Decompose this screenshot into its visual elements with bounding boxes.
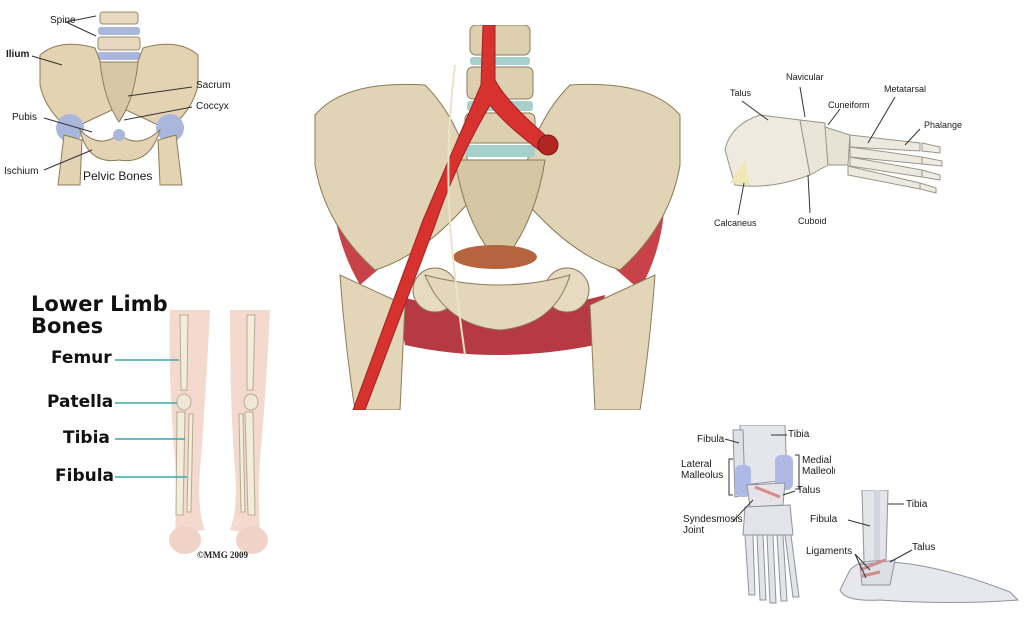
label-syndesmosis-line1: Syndesmosis <box>683 514 743 525</box>
label-femur: Femur <box>51 348 112 368</box>
lower-limb-illustration <box>115 310 270 554</box>
label-talus: Talus <box>730 88 752 98</box>
label-medial-malleolus: Medial Malleolus <box>802 455 835 477</box>
label-fibula-side: Fibula <box>810 514 838 525</box>
label-tibia-front: Tibia <box>788 429 810 440</box>
lower-limb-title-line1: Lower Limb <box>31 292 168 316</box>
label-pubis: Pubis <box>12 112 38 123</box>
pelvis-artery-illustration <box>314 25 681 410</box>
label-spine: Spine <box>50 15 76 26</box>
label-talus-front: Talus <box>797 485 821 496</box>
lower-limb-title: Lower Limb Bones <box>31 293 168 337</box>
label-syndesmosis-joint: Syndesmosis Joint <box>683 514 742 536</box>
label-tibia: Tibia <box>63 428 110 448</box>
label-fibula: Fibula <box>55 466 115 486</box>
label-patella: Patella <box>47 392 114 412</box>
label-metatarsal: Metatarsal <box>884 84 927 94</box>
ankle-front-panel: Fibula Tibia Lateral Malleolus Medial Ma… <box>675 425 835 620</box>
label-sacrum: Sacrum <box>196 80 231 91</box>
label-ischium: Ischium <box>4 166 39 177</box>
pelvis-caption: Pelvic Bones <box>83 169 153 183</box>
label-fibula-front: Fibula <box>697 434 725 445</box>
ankle-front-illustration <box>724 425 800 604</box>
label-ligaments: Ligaments <box>806 546 853 557</box>
label-medial-malleolus-line2: Malleolus <box>802 466 835 477</box>
label-talus-side: Talus <box>912 542 936 553</box>
foot-bones-panel: Talus Navicular Cuneiform Metatarsal Pha… <box>700 65 980 240</box>
pelvis-artery-panel <box>305 25 690 410</box>
label-coccyx: Coccyx <box>196 101 229 112</box>
lower-limb-title-line2: Bones <box>31 314 104 338</box>
label-navicular: Navicular <box>786 72 824 82</box>
label-lateral-malleolus: Lateral Malleolus <box>681 459 723 481</box>
label-ilium: Ilium <box>6 49 30 60</box>
label-medial-malleolus-line1: Medial <box>802 455 832 466</box>
pelvic-bones-panel: Spine Ilium Sacrum Coccyx Pubis Ischium … <box>0 0 250 200</box>
label-syndesmosis-line2: Joint <box>683 525 705 536</box>
label-calcaneus: Calcaneus <box>714 218 757 228</box>
copyright-text: ©MMG 2009 <box>197 550 248 560</box>
lower-limb-panel: Lower Limb Bones Femur Patella Tibia Fib… <box>25 290 295 565</box>
label-tibia-side: Tibia <box>906 499 928 510</box>
ankle-side-illustration <box>839 490 1020 603</box>
label-lateral-malleolus-line1: Lateral <box>681 459 712 470</box>
ankle-side-panel: Fibula Tibia Ligaments Talus <box>800 490 1024 620</box>
label-phalange: Phalange <box>924 120 963 130</box>
label-cuneiform: Cuneiform <box>828 100 870 110</box>
label-cuboid: Cuboid <box>798 216 827 226</box>
label-lateral-malleolus-line2: Malleolus <box>681 470 724 481</box>
foot-illustration <box>724 86 943 216</box>
pelvis-illustration <box>31 11 199 186</box>
